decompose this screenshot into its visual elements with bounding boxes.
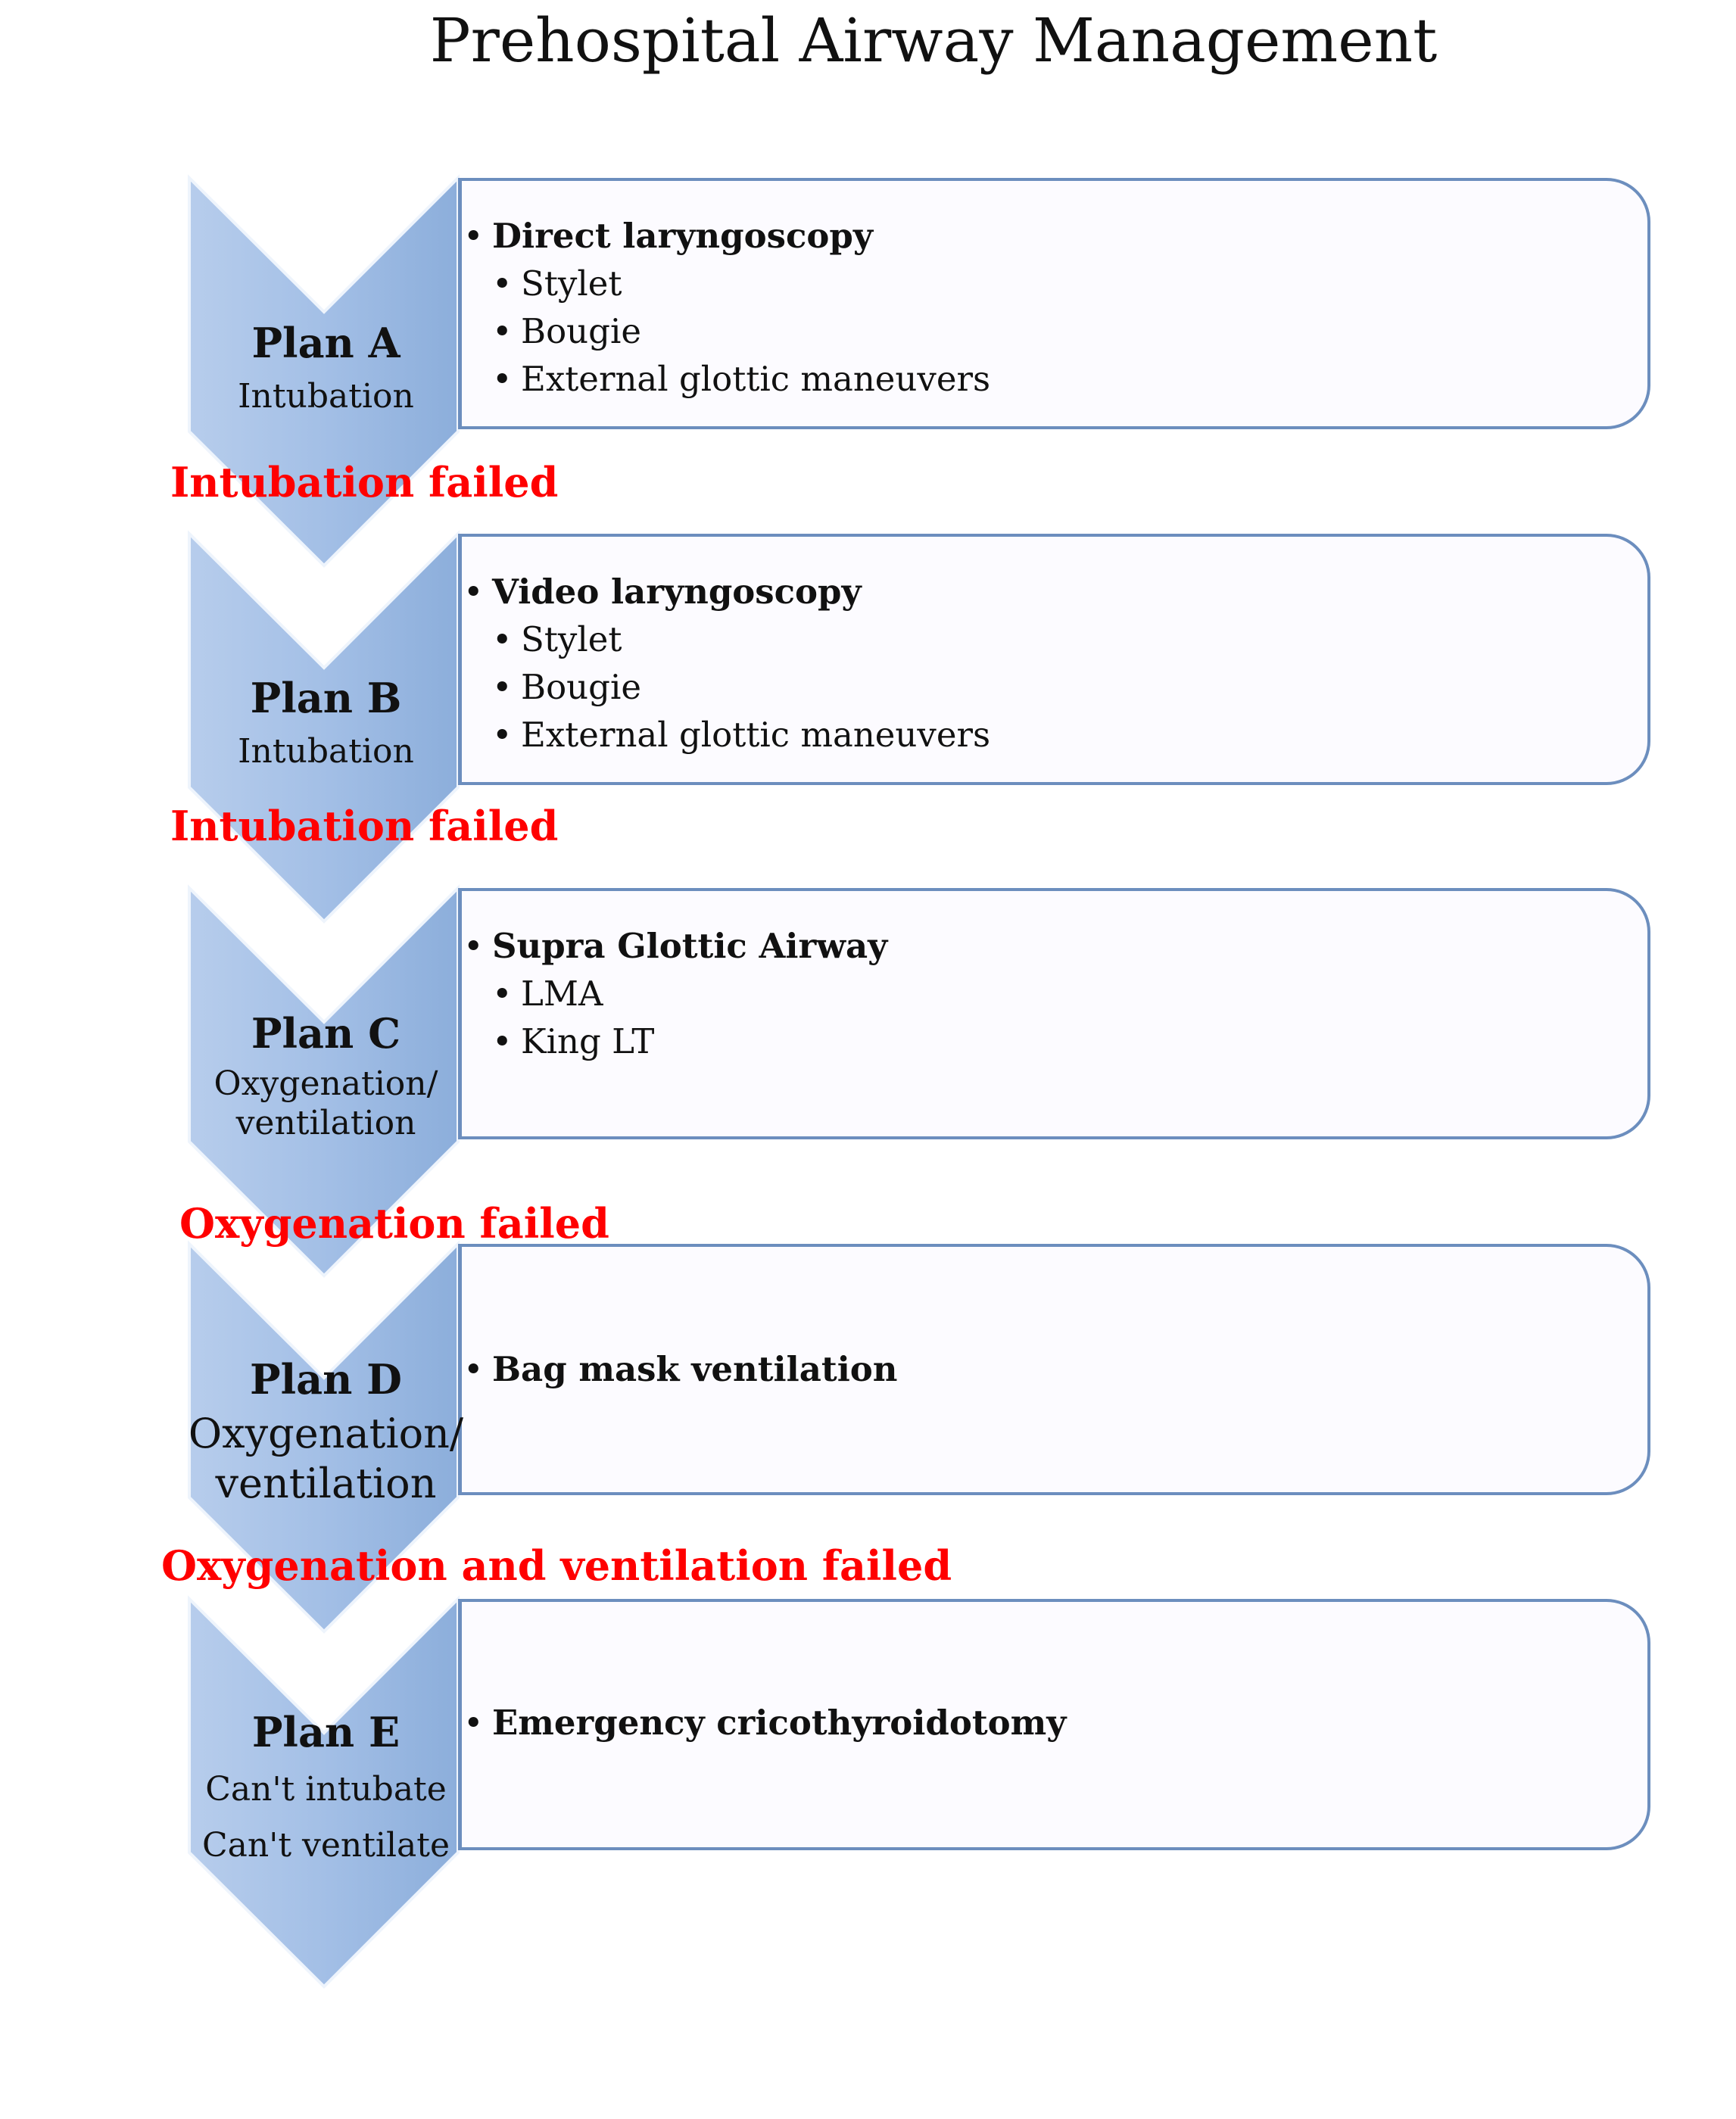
- failure-label: Oxygenation failed: [179, 1199, 609, 1248]
- plan-c-main-item: Supra Glottic Airway: [462, 922, 1647, 970]
- plan-subtitle: Intubation: [238, 732, 414, 771]
- plan-b-chevron: [188, 530, 460, 924]
- plan-title: Plan B: [250, 674, 402, 722]
- plan-c-sub-item: LMA: [462, 970, 1647, 1017]
- plan-title: Plan D: [250, 1355, 402, 1404]
- plan-subtitle: Can't intubate Can't ventilate: [201, 1770, 450, 1865]
- plan-e-label: Plan E Can't intubate Can't ventilate: [188, 1706, 464, 1874]
- plan-d-chevron: [188, 1240, 460, 1634]
- plan-c-item-list: Supra Glottic Airway LMA King LT: [462, 891, 1647, 1065]
- failure-label: Intubation failed: [170, 802, 559, 850]
- plan-c-sub-item: King LT: [462, 1017, 1647, 1065]
- plan-b-sub-item: Bougie: [462, 663, 1647, 711]
- plan-title: Plan A: [251, 319, 400, 367]
- failure-label: Intubation failed: [170, 458, 559, 506]
- page-title: Prehospital Airway Management: [429, 5, 1438, 76]
- plan-b-item-list: Video laryngoscopy Stylet Bougie Externa…: [462, 537, 1647, 759]
- plan-b-details-box: Video laryngoscopy Stylet Bougie Externa…: [458, 534, 1650, 785]
- plan-b-label: Plan B Intubation: [188, 672, 464, 771]
- plan-a-sub-item: External glottic maneuvers: [462, 355, 1647, 403]
- plan-a-details-box: Direct laryngoscopy Stylet Bougie Extern…: [458, 178, 1650, 429]
- plan-e-details-box: Emergency cricothyroidotomy: [458, 1599, 1650, 1850]
- plan-subtitle: Intubation: [238, 377, 414, 416]
- plan-e-chevron: [188, 1595, 460, 1989]
- failure-label: Oxygenation and ventilation failed: [161, 1541, 952, 1590]
- plan-a-item-list: Direct laryngoscopy Stylet Bougie Extern…: [462, 181, 1647, 403]
- plan-a-sub-item: Stylet: [462, 260, 1647, 307]
- plan-subtitle: Oxygenation/ ventilation: [188, 1410, 464, 1507]
- plan-d-details-box: Bag mask ventilation: [458, 1244, 1650, 1495]
- plan-b-sub-item: External glottic maneuvers: [462, 711, 1647, 759]
- plan-c-details-box: Supra Glottic Airway LMA King LT: [458, 888, 1650, 1139]
- plan-b-main-item: Video laryngoscopy: [462, 568, 1647, 615]
- plan-c-label: Plan C Oxygenation/ ventilation: [188, 1007, 464, 1143]
- plan-e-item-list: Emergency cricothyroidotomy: [462, 1602, 1647, 1747]
- plan-title: Plan C: [251, 1009, 401, 1058]
- plan-a-label: Plan A Intubation: [188, 316, 464, 416]
- plan-e-main-item: Emergency cricothyroidotomy: [462, 1699, 1647, 1747]
- plan-d-main-item: Bag mask ventilation: [462, 1345, 1647, 1393]
- plan-a-sub-item: Bougie: [462, 307, 1647, 355]
- plan-b-sub-item: Stylet: [462, 615, 1647, 663]
- plan-subtitle: Oxygenation/ ventilation: [213, 1064, 438, 1142]
- plan-a-chevron: [188, 174, 460, 568]
- plan-a-main-item: Direct laryngoscopy: [462, 212, 1647, 260]
- plan-d-item-list: Bag mask ventilation: [462, 1247, 1647, 1393]
- plan-c-chevron: [188, 884, 460, 1278]
- plan-title: Plan E: [251, 1708, 400, 1756]
- plan-d-label: Plan D Oxygenation/ ventilation: [188, 1353, 464, 1509]
